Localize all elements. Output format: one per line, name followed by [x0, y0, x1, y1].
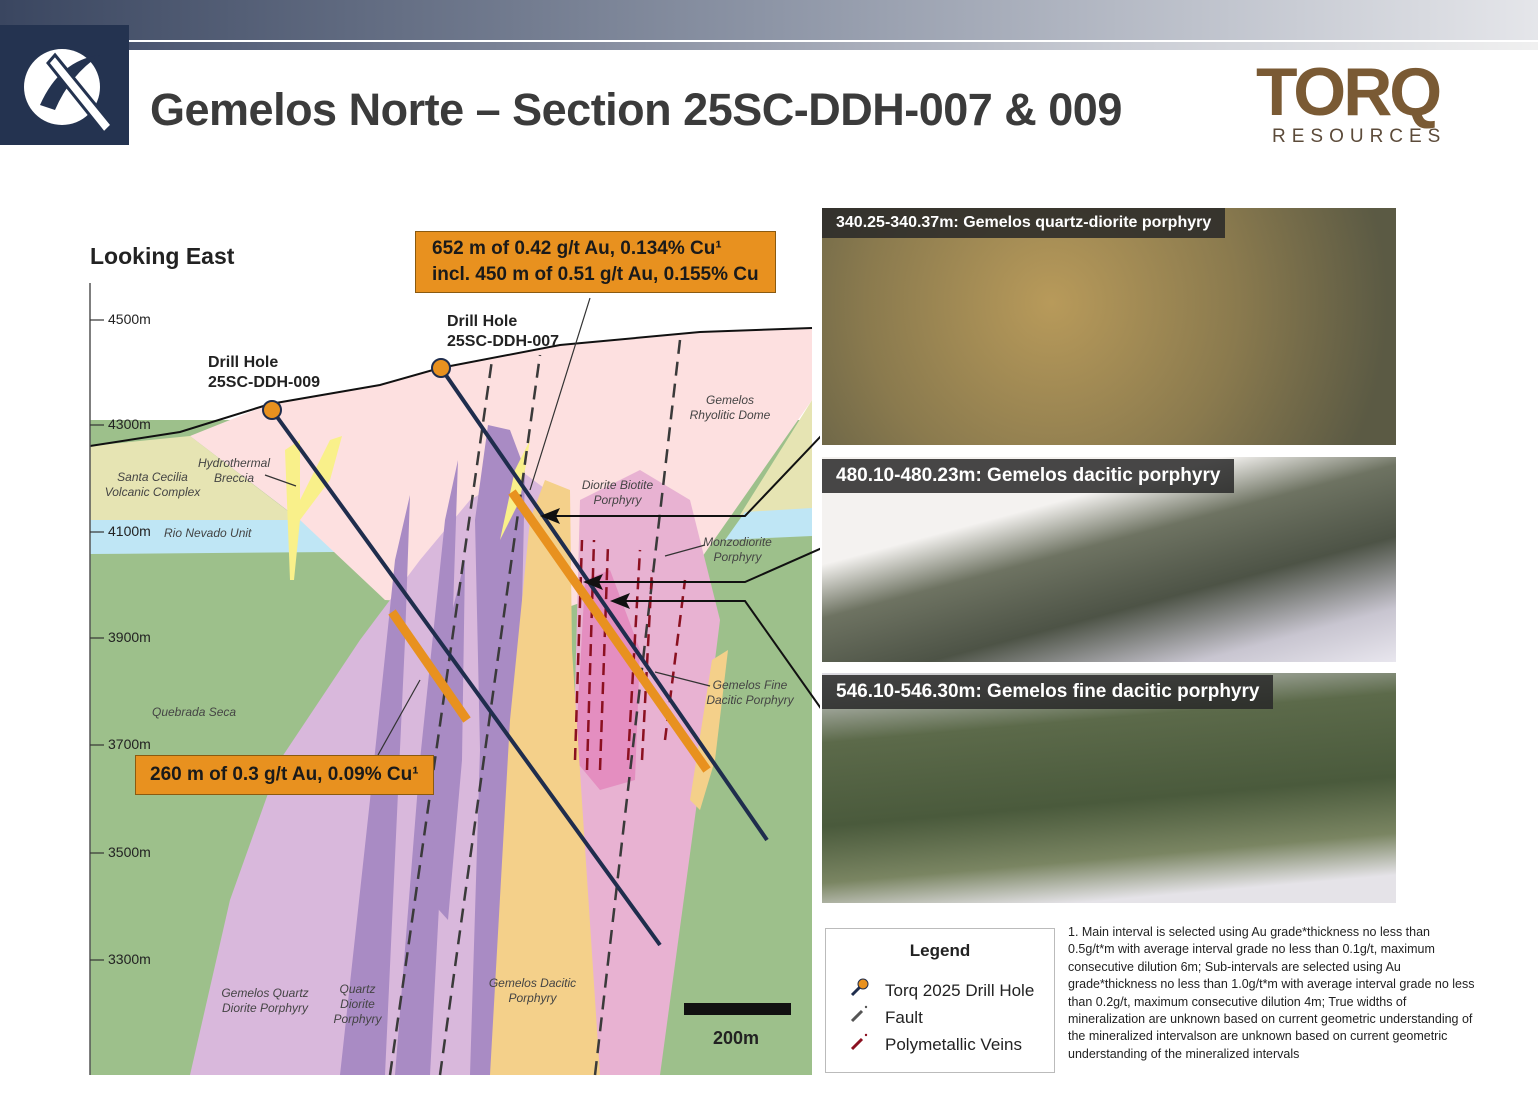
elev-label: 4500m	[108, 311, 151, 327]
legend-item: Torq 2025 Drill Hole	[885, 981, 1035, 1000]
t: Drill Hole	[208, 354, 279, 371]
legend: Legend Torq 2025 Drill Hole Fault Polyme…	[825, 928, 1055, 1073]
t: Drill Hole	[447, 313, 518, 330]
core-photo-3: 546.10-546.30m: Gemelos fine dacitic por…	[822, 673, 1396, 903]
t: Santa Cecilia	[117, 470, 188, 484]
pickaxe-logo-icon	[0, 25, 129, 145]
photo-label: 546.10-546.30m: Gemelos fine dacitic por…	[822, 675, 1274, 709]
photo-label: 340.25-340.37m: Gemelos quartz-diorite p…	[822, 208, 1226, 238]
label-quebrada: Quebrada Seca	[152, 705, 237, 719]
label-rio-nevado: Rio Nevado Unit	[164, 526, 252, 540]
drill-hole-009	[270, 408, 662, 947]
interval-007	[508, 489, 711, 773]
hydrothermal-breccia	[285, 436, 342, 580]
t: 25SC-DDH-007	[447, 333, 560, 350]
collar-icon	[857, 978, 869, 990]
t: Porphyry	[508, 991, 557, 1005]
t: Gemelos	[705, 393, 755, 407]
header-bar	[0, 0, 1538, 40]
collar-007	[431, 358, 451, 378]
legend-title: Legend	[909, 941, 971, 960]
legend-item: Fault	[885, 1008, 923, 1027]
legend-icons	[850, 978, 869, 1051]
callout-007: 652 m of 0.42 g/t Au, 0.134% Cu¹ incl. 4…	[415, 231, 776, 293]
rio-nevado-right	[725, 508, 812, 540]
faults	[388, 339, 682, 1076]
t: Volcanic Complex	[104, 485, 201, 499]
collar-009	[262, 400, 282, 420]
t: Hydrothermal	[197, 456, 271, 470]
legend-item: Polymetallic Veins	[885, 1035, 1023, 1054]
dacitic-porphyry	[490, 480, 600, 1075]
fault-icon	[850, 1009, 864, 1023]
t: Gemelos Fine	[712, 678, 788, 692]
t: Dacitic Porphyry	[706, 693, 794, 707]
elev-label: 3300m	[108, 951, 151, 967]
t: Rhyolitic Dome	[689, 408, 771, 422]
t: Porphyry	[593, 493, 642, 507]
callout-leaders	[264, 297, 711, 756]
legend-items: Torq 2025 Drill Hole Fault Polymetallic …	[885, 977, 1034, 1058]
drill-hole-007	[439, 366, 769, 842]
interval-009	[388, 609, 471, 723]
elev-label: 3700m	[108, 736, 151, 752]
photo-label: 480.10-480.23m: Gemelos dacitic porphyry	[822, 459, 1235, 493]
elev-label: 4300m	[108, 416, 151, 432]
view-direction: Looking East	[90, 243, 235, 269]
t: Monzodiorite	[703, 535, 772, 549]
scale-bar	[684, 1003, 791, 1015]
santa-cecilia-right	[740, 400, 812, 515]
drill-label-009: Drill Hole 25SC-DDH-009	[208, 353, 320, 393]
t: Gemelos Dacitic	[488, 976, 577, 990]
callout-009: 260 m of 0.3 g/t Au, 0.09% Cu¹	[135, 755, 434, 795]
monzodiorite-porphyry	[575, 570, 640, 790]
t: Diorite Porphyry	[221, 1001, 309, 1015]
t: Porphyry	[713, 550, 762, 564]
elevation-ticks	[90, 319, 104, 961]
t: Quartz	[339, 982, 376, 996]
header-line	[128, 42, 1538, 50]
photo-arrows	[545, 435, 820, 709]
topography-line	[89, 327, 813, 447]
elev-label: 4100m	[108, 523, 151, 539]
t: 25SC-DDH-009	[208, 374, 321, 391]
elev-label: 3500m	[108, 844, 151, 860]
torq-logo: TORQ	[1256, 54, 1442, 130]
drill-label-007: Drill Hole 25SC-DDH-007	[447, 312, 559, 352]
santa-cecilia-left	[90, 436, 310, 528]
elev-label: 3900m	[108, 629, 151, 645]
torq-logo-sub: RESOURCES	[1272, 126, 1447, 147]
t: Breccia	[213, 471, 254, 485]
t: Gemelos Quartz	[221, 986, 309, 1000]
scale-label: 200m	[713, 1028, 760, 1048]
page-title: Gemelos Norte – Section 25SC-DDH-007 & 0…	[150, 84, 1122, 135]
arrow-heads	[540, 508, 630, 609]
footnote: 1. Main interval is selected using Au gr…	[1068, 925, 1475, 1061]
vein-icon	[850, 1037, 864, 1051]
t: Diorite Biotite	[581, 478, 654, 492]
rio-nevado-left	[90, 520, 335, 554]
fine-dacitic-porphyry	[690, 650, 728, 810]
callout-007-line2: incl. 450 m of 0.51 g/t Au, 0.155% Cu	[432, 264, 759, 285]
core-photo-2: 480.10-480.23m: Gemelos dacitic porphyry	[822, 457, 1396, 662]
core-photo-1: 340.25-340.37m: Gemelos quartz-diorite p…	[822, 208, 1396, 445]
t: Diorite	[340, 997, 375, 1011]
callout-007-line1: 652 m of 0.42 g/t Au, 0.134% Cu¹	[432, 238, 722, 259]
t: Porphyry	[333, 1012, 382, 1026]
